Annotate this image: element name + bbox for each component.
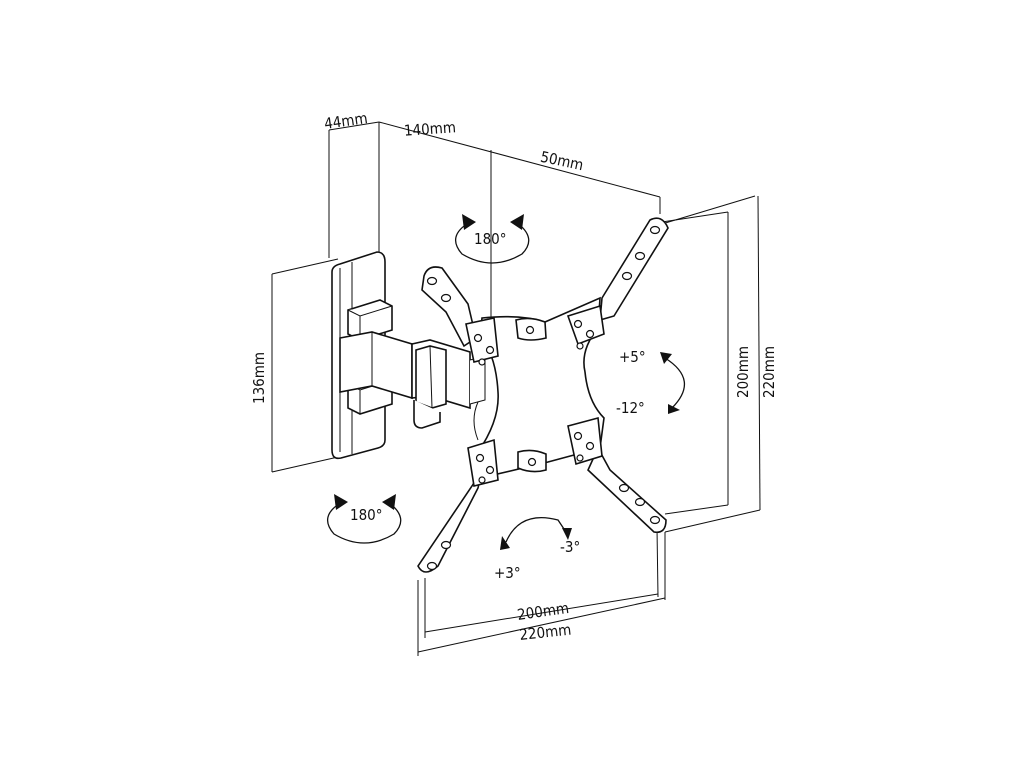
wall-depth-label: 44mm xyxy=(323,109,369,133)
arm-length-label: 140mm xyxy=(403,118,456,140)
vesa-vertical-outer-label: 220mm xyxy=(760,346,778,398)
wall-plate-height-label: 136mm xyxy=(250,352,268,404)
vesa-bracket xyxy=(417,217,669,573)
rotation-labels: 180° 180° +5° -12° +3° -3° xyxy=(350,230,646,582)
rotation-arrows xyxy=(326,214,686,550)
vesa-vertical-inner-label: 200mm xyxy=(734,346,752,398)
vesa-horizontal-outer-label: 220mm xyxy=(519,621,573,644)
tilt-down-label: -12° xyxy=(616,399,645,417)
wall-swivel-label: 180° xyxy=(350,506,383,524)
rotate-minus-label: -3° xyxy=(560,538,580,556)
arm-offset-label: 50mm xyxy=(539,148,585,175)
arm-swivel-label: 180° xyxy=(474,230,507,248)
rotate-plus-label: +3° xyxy=(494,564,521,582)
dimension-lines xyxy=(271,121,761,656)
tilt-up-label: +5° xyxy=(619,348,646,366)
swing-arm xyxy=(339,299,486,441)
